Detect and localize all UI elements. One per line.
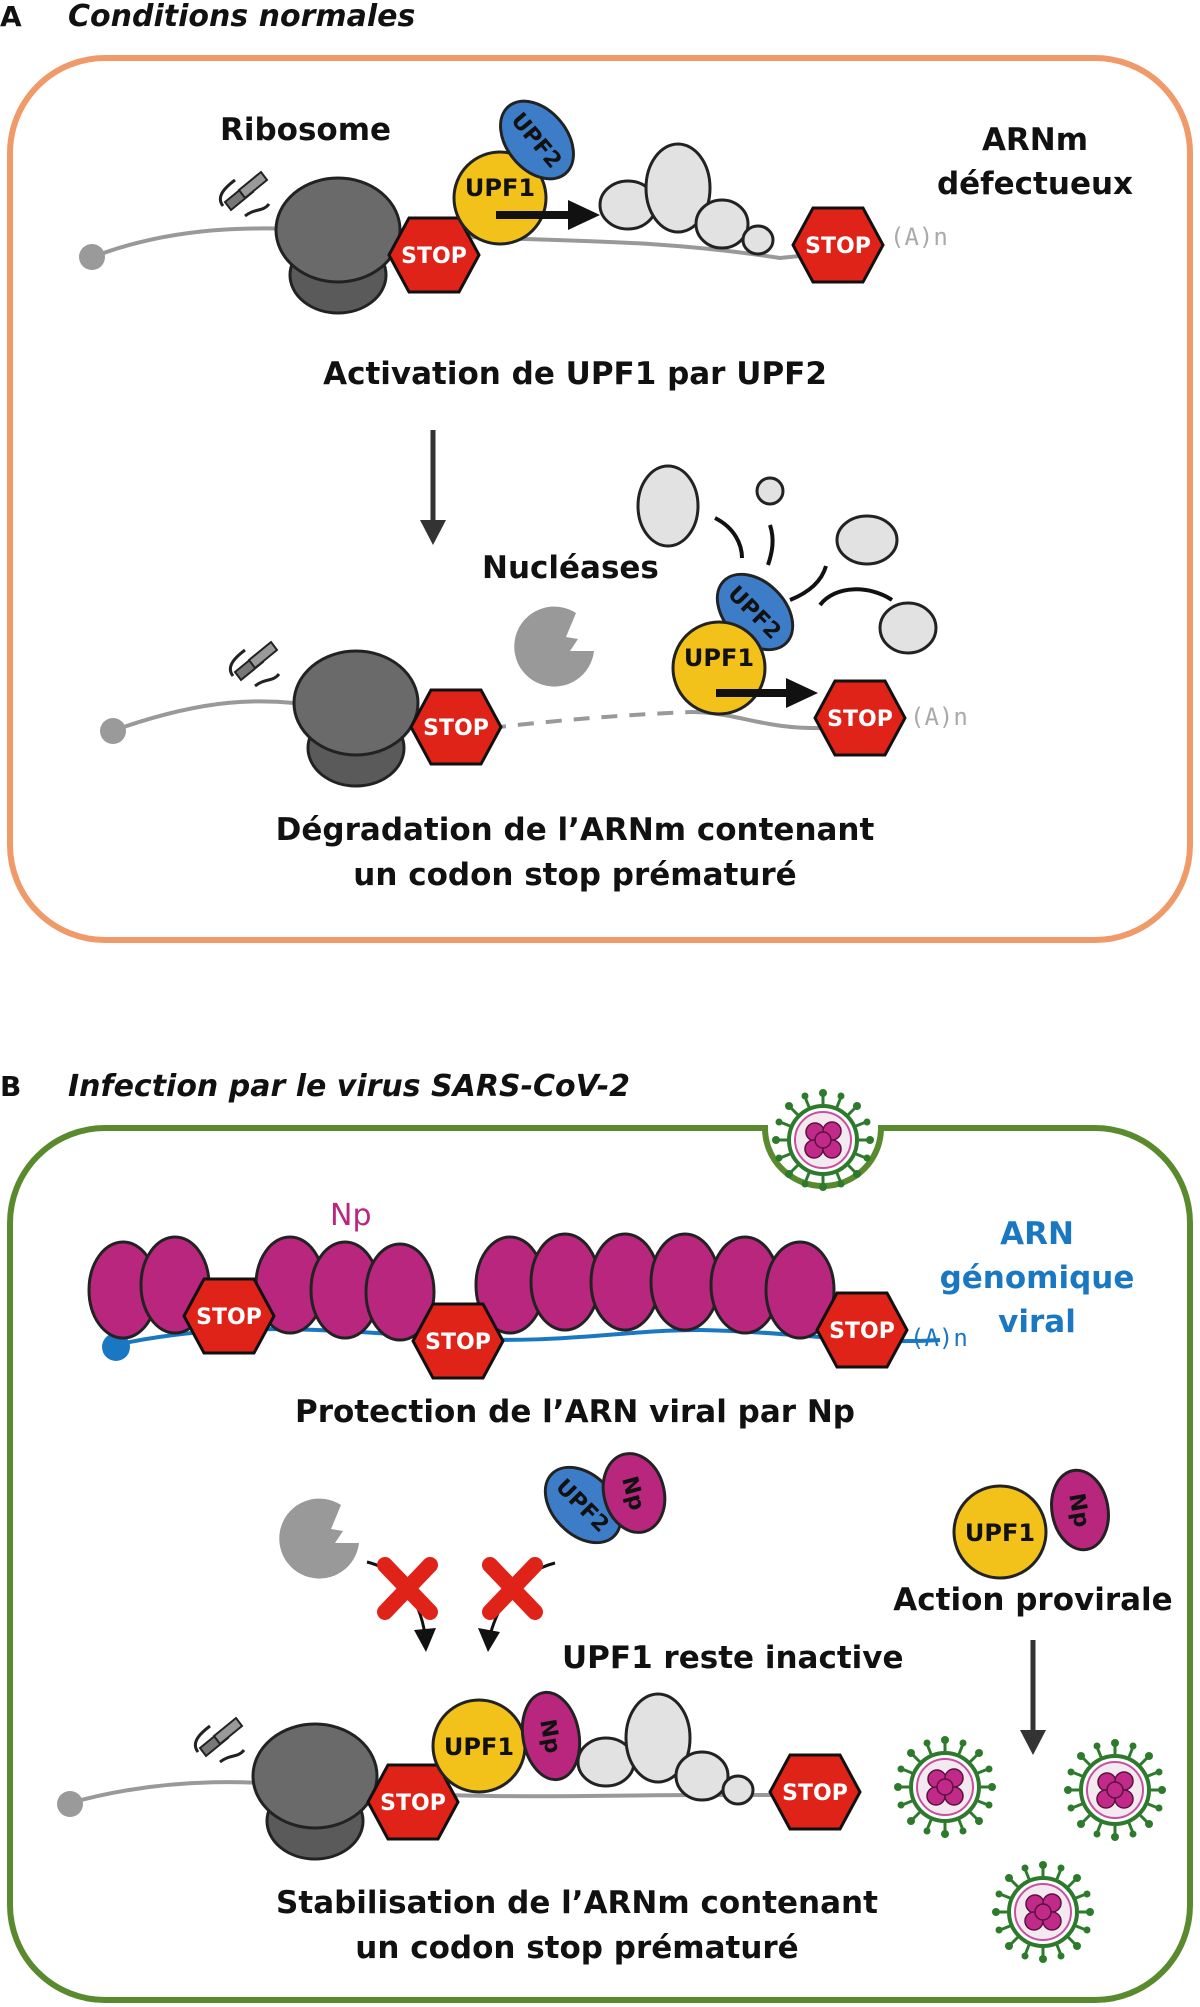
ribosome-icon: [251, 1722, 379, 1861]
defective-mrna-line2: défectueux: [937, 166, 1133, 202]
mrna-cap: [79, 244, 105, 270]
released-proteins: [636, 464, 938, 655]
inhibition-cross: [377, 1557, 438, 1620]
np-coat: [87, 1232, 836, 1342]
peptide-icon: [218, 170, 271, 218]
virus-icon: [990, 1859, 1096, 1965]
stabilisation-caption-line2: un codon stop prématuré: [355, 1930, 798, 1966]
stop-label: STOP: [196, 1305, 262, 1330]
stop-label: STOP: [827, 707, 893, 732]
stop-label: STOP: [805, 234, 871, 259]
peptide-icon: [228, 640, 281, 688]
upf1-label: UPF1: [444, 1733, 514, 1761]
panel-a-frame: [7, 55, 1193, 943]
stabilisation-caption-line1: Stabilisation de l’ARNm contenant: [276, 1885, 878, 1921]
defective-mrna-line1: ARNm: [982, 122, 1088, 158]
np-label: Np: [330, 1198, 371, 1233]
virus-icon: [892, 1734, 998, 1840]
panel-b: B Infection par le virus SARS-CoV-2 Np S…: [0, 1069, 1193, 2003]
upf1-label: UPF1: [965, 1519, 1035, 1547]
np-protein: Np: [601, 1452, 667, 1534]
normal-stop: STOP: [768, 1753, 862, 1831]
nuclease-icon: [279, 1498, 359, 1579]
premature-stop: STOP: [387, 216, 481, 294]
stop-label: STOP: [401, 244, 467, 269]
np-protein: Np: [520, 1690, 582, 1782]
peptide-icon: [193, 1716, 246, 1764]
viral-rna-label-line2: génomique: [940, 1260, 1135, 1296]
viral-stop: STOP: [182, 1277, 276, 1355]
release-marks: [714, 516, 894, 607]
upf2: UPF2: [499, 99, 575, 181]
panel-b-frame: [7, 1125, 1193, 2003]
stop-label: STOP: [423, 716, 489, 741]
polya-tail: (A)n: [910, 1324, 968, 1352]
activation-caption: Activation de UPF1 par UPF2: [323, 356, 827, 392]
mrna-cap: [57, 1791, 83, 1817]
panel-b-letter: B: [0, 1070, 21, 1103]
np-protein: Np: [1050, 1468, 1110, 1552]
stop-label: STOP: [829, 1319, 895, 1344]
viral-stop: STOP: [815, 1291, 909, 1369]
upf1-label: UPF1: [684, 644, 754, 672]
np-protein-label: Np: [1063, 1491, 1094, 1529]
panel-b-title: Infection par le virus SARS-CoV-2: [68, 1069, 630, 1104]
normal-stop: STOP: [813, 679, 907, 757]
proviral-action-label: Action provirale: [893, 1582, 1172, 1618]
viral-rna-label-line1: ARN: [1000, 1216, 1074, 1252]
protection-caption: Protection de l’ARN viral par Np: [295, 1394, 855, 1430]
virus-icon: [770, 1087, 876, 1193]
nucleases-label: Nucléases: [482, 550, 659, 586]
upf1: [952, 1484, 1048, 1580]
stop-label: STOP: [380, 1791, 446, 1816]
polya-tail: (A)n: [890, 223, 948, 251]
premature-stop: STOP: [366, 1763, 460, 1841]
mrna-cap: [100, 718, 126, 744]
degradation-caption-line2: un codon stop prématuré: [353, 857, 796, 893]
virus-icon: [1062, 1737, 1168, 1843]
stop-label: STOP: [782, 1781, 848, 1806]
nuclease-icon: [514, 606, 594, 687]
panel-a-title: Conditions normales: [68, 0, 415, 34]
degradation-caption-line1: Dégradation de l’ARNm contenant: [276, 812, 875, 848]
ribosome-icon: [292, 649, 420, 788]
mrna-proteins: [576, 1692, 755, 1806]
upf1-label: UPF1: [465, 174, 535, 202]
upf1-inactive-label: UPF1 reste inactive: [562, 1640, 904, 1676]
premature-stop: STOP: [409, 688, 503, 766]
viral-rna-cap: [102, 1333, 130, 1361]
polya-tail: (A)n: [910, 703, 968, 731]
degraded-mrna: [489, 710, 691, 730]
stop-label: STOP: [425, 1330, 491, 1355]
inhibition-cross: [482, 1557, 543, 1620]
upf1: [452, 150, 548, 246]
ribosome-icon: [274, 176, 402, 315]
normal-stop: STOP: [791, 206, 885, 284]
viral-rna-label-line3: viral: [998, 1304, 1076, 1340]
panel-a-letter: A: [0, 0, 22, 33]
panel-a: A Conditions normales Ribosome STOP UPF1…: [0, 0, 1193, 943]
np-protein-label: Np: [534, 1717, 565, 1755]
viral-stop: STOP: [411, 1302, 505, 1380]
mrna-proteins: [598, 142, 775, 256]
ribosome-label: Ribosome: [220, 112, 391, 148]
